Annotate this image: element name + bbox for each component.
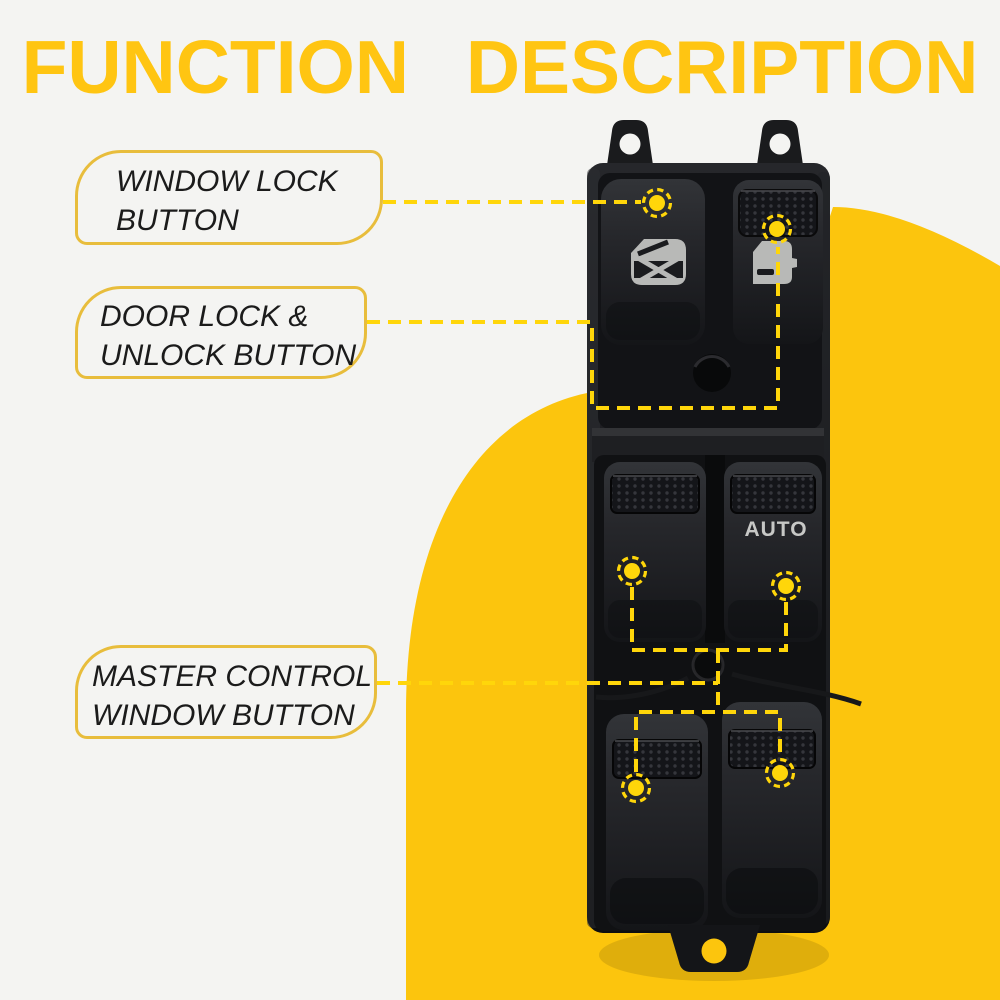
- marker-group: [616, 187, 802, 804]
- bottom-mounting-hole: [701, 938, 727, 964]
- screw-hole-middle: [693, 650, 723, 680]
- front-right-grip: [730, 474, 816, 514]
- rear-right-window-switch: [722, 702, 822, 918]
- callout-master-control-line1: MASTER CONTROL: [92, 660, 373, 693]
- callout-door-lock-line1: DOOR LOCK &: [100, 300, 309, 333]
- connector-door-lock: [367, 247, 780, 410]
- callout-door-lock-line2: UNLOCK BUTTON: [100, 339, 357, 372]
- mounting-hole-right: [769, 133, 791, 155]
- center-gap: [705, 455, 725, 643]
- callout-master-control-line2: WINDOW BUTTON: [92, 699, 355, 732]
- mounting-hole-left: [619, 133, 641, 155]
- front-right-window-switch: AUTO: [724, 462, 822, 642]
- rear-left-grip: [612, 739, 702, 779]
- window-lock-button: [601, 179, 705, 345]
- callout-window-lock-line2: BUTTON: [116, 204, 239, 237]
- front-left-window-switch: [604, 462, 706, 642]
- door-lock-marker: [761, 213, 793, 245]
- callout-door-lock: DOOR LOCK & UNLOCK BUTTON: [75, 286, 367, 379]
- product-switch-panel: AUTO: [587, 120, 862, 972]
- front-left-window-marker: [616, 555, 648, 587]
- screw-hole-upper: [693, 354, 731, 392]
- callout-master-control: MASTER CONTROL WINDOW BUTTON: [75, 645, 377, 739]
- rear-right-window-marker: [764, 757, 796, 789]
- rear-left-window-switch: [606, 714, 708, 930]
- callout-window-lock: WINDOW LOCK BUTTON: [75, 150, 383, 245]
- page-title: FUNCTION DESCRIPTION: [21, 25, 979, 109]
- connector-front-bracket: [630, 587, 788, 652]
- rear-left-window-marker: [620, 772, 652, 804]
- door-lock-icon: [753, 241, 797, 284]
- auto-label: AUTO: [744, 518, 807, 541]
- window-lock-icon: [631, 239, 686, 285]
- front-left-grip: [610, 474, 700, 514]
- front-right-window-marker: [770, 570, 802, 602]
- wire-right: [731, 671, 862, 707]
- window-lock-marker: [641, 187, 673, 219]
- connector-rear-bracket: [634, 710, 782, 772]
- callout-window-lock-line1: WINDOW LOCK: [116, 165, 338, 198]
